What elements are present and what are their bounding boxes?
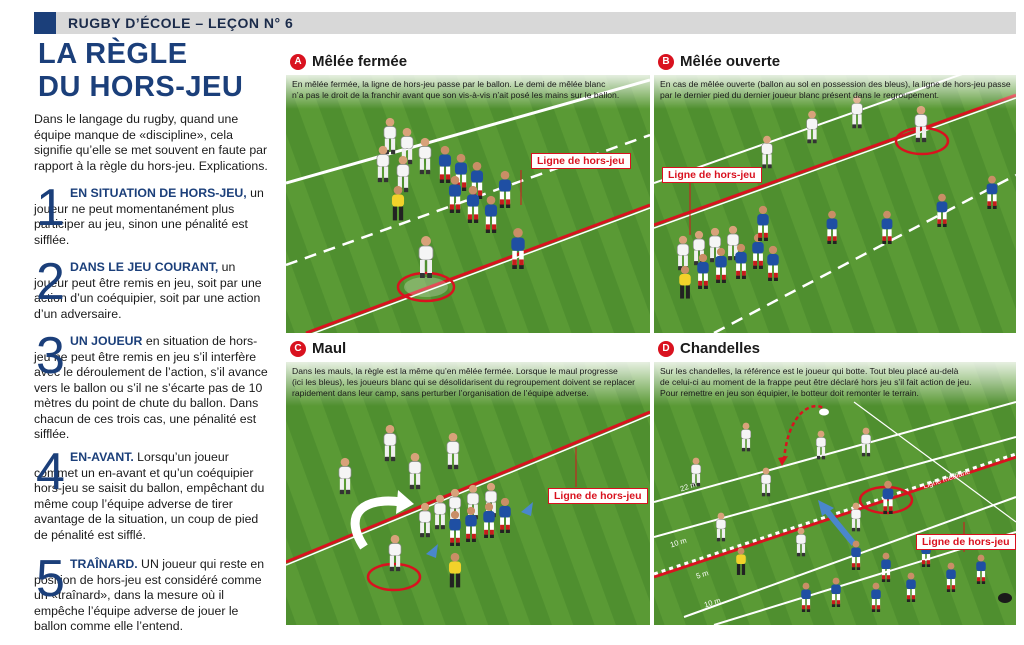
rule-number: 4 (36, 443, 65, 501)
rule-text: un joueur ne peut momentanément plus par… (34, 186, 264, 247)
offside-line-label: Ligne de hors-jeu (916, 534, 1016, 550)
rule-lead: DANS LE JEU COURANT, (70, 260, 219, 274)
header-label: RUGBY D’ÉCOLE – LEÇON N° 6 (68, 15, 294, 31)
caption-line: En mêlée fermée, la ligne de hors-jeu pa… (292, 79, 606, 89)
panel-a-field: En mêlée fermée, la ligne de hors-jeu pa… (286, 75, 650, 333)
header-bar: RUGBY D’ÉCOLE – LEÇON N° 6 (34, 12, 1016, 34)
rule-3: 3 UN JOUEUR en situation de hors-jeu ne … (34, 330, 270, 443)
panel-b-field: En cas de mêlée ouverte (ballon au sol e… (654, 75, 1016, 333)
offside-line-label: Ligne de hors-jeu (531, 153, 631, 169)
panel-d-caption: Sur les chandelles, la référence est le … (660, 366, 971, 399)
caption-line: n’a pas le droit de la franchir avant qu… (292, 90, 620, 100)
offside-line-label: Ligne de hors-jeu (548, 488, 648, 504)
panel-c-caption: Dans les mauls, la règle est la même qu’… (292, 366, 635, 399)
panel-d-title: D Chandelles (658, 340, 760, 357)
panel-b-caption: En cas de mêlée ouverte (ballon au sol e… (660, 79, 1011, 101)
panel-letter-badge: B (658, 53, 674, 70)
page-title: LA RÈGLE DU HORS-JEU (38, 38, 243, 104)
caption-line: rapidement dans leur camp, sans perturbe… (292, 388, 589, 398)
rule-text: Lorsqu’un joueur commet un en-avant et q… (34, 450, 265, 542)
header-square (34, 12, 56, 34)
panel-d-field: Sur les chandelles, la référence est le … (654, 362, 1016, 625)
caption-line: Pour remettre en jeu son équipier, le bo… (660, 388, 919, 398)
panel-c-title: C Maul (290, 340, 346, 357)
panel-c-field: Dans les mauls, la règle est la même qu’… (286, 362, 650, 625)
rule-number: 1 (36, 179, 65, 237)
panel-b-title: B Mêlée ouverte (658, 53, 780, 70)
panel-a-caption: En mêlée fermée, la ligne de hors-jeu pa… (292, 79, 619, 101)
rule-lead: EN-AVANT. (70, 450, 134, 464)
rule-5: 5 TRAÎNARD. UN joueur qui reste en posit… (34, 553, 270, 635)
offside-line-label: Ligne de hors-jeu (662, 167, 762, 183)
panel-b-illustration (654, 75, 1016, 333)
rule-2: 2 DANS LE JEU COURANT, un joueur peut êt… (34, 256, 270, 322)
caption-line: de celui-ci au moment de la frappe peut … (660, 377, 972, 387)
caption-line: par le dernier pied du dernier joueur bl… (660, 90, 939, 100)
rule-1: 1 EN SITUATION DE HORS-JEU, un joueur ne… (34, 182, 270, 248)
rule-number: 2 (36, 253, 65, 311)
rule-number: 3 (36, 327, 65, 385)
panel-title-text: Chandelles (680, 340, 761, 357)
caption-line: En cas de mêlée ouverte (ballon au sol e… (660, 79, 1011, 89)
rule-text: un joueur peut être remis en jeu, soit p… (34, 260, 262, 321)
panel-title-text: Mêlée fermée (312, 53, 408, 70)
panel-letter-badge: D (658, 340, 674, 357)
rule-lead: TRAÎNARD. (70, 557, 138, 571)
rule-number: 5 (36, 550, 65, 608)
caption-line: (ici les bleus), les joueurs blanc qui s… (292, 377, 635, 387)
panel-title-text: Maul (312, 340, 347, 357)
panel-a-title: A Mêlée fermée (290, 53, 407, 70)
panel-title-text: Mêlée ouverte (680, 53, 781, 70)
panel-letter-badge: A (290, 53, 306, 70)
publisher-logo (998, 593, 1012, 603)
rule-lead: UN JOUEUR (70, 334, 143, 348)
panel-a-illustration (286, 75, 650, 333)
intro-text: Dans le langage du rugby, quand une équi… (34, 112, 268, 173)
panel-letter-badge: C (290, 340, 306, 357)
rule-text: en situation de hors-jeu ne peut être re… (34, 334, 268, 441)
rule-4: 4 EN-AVANT. Lorsqu’un joueur commet un e… (34, 446, 270, 543)
caption-line: Dans les mauls, la règle est la même qu’… (292, 366, 618, 376)
title-line-1: LA RÈGLE (38, 38, 188, 70)
rule-text: UN joueur qui reste en position de hors-… (34, 557, 265, 633)
rule-lead: EN SITUATION DE HORS-JEU, (70, 186, 247, 200)
title-line-2: DU HORS-JEU (38, 71, 244, 103)
caption-line: Sur les chandelles, la référence est le … (660, 366, 959, 376)
